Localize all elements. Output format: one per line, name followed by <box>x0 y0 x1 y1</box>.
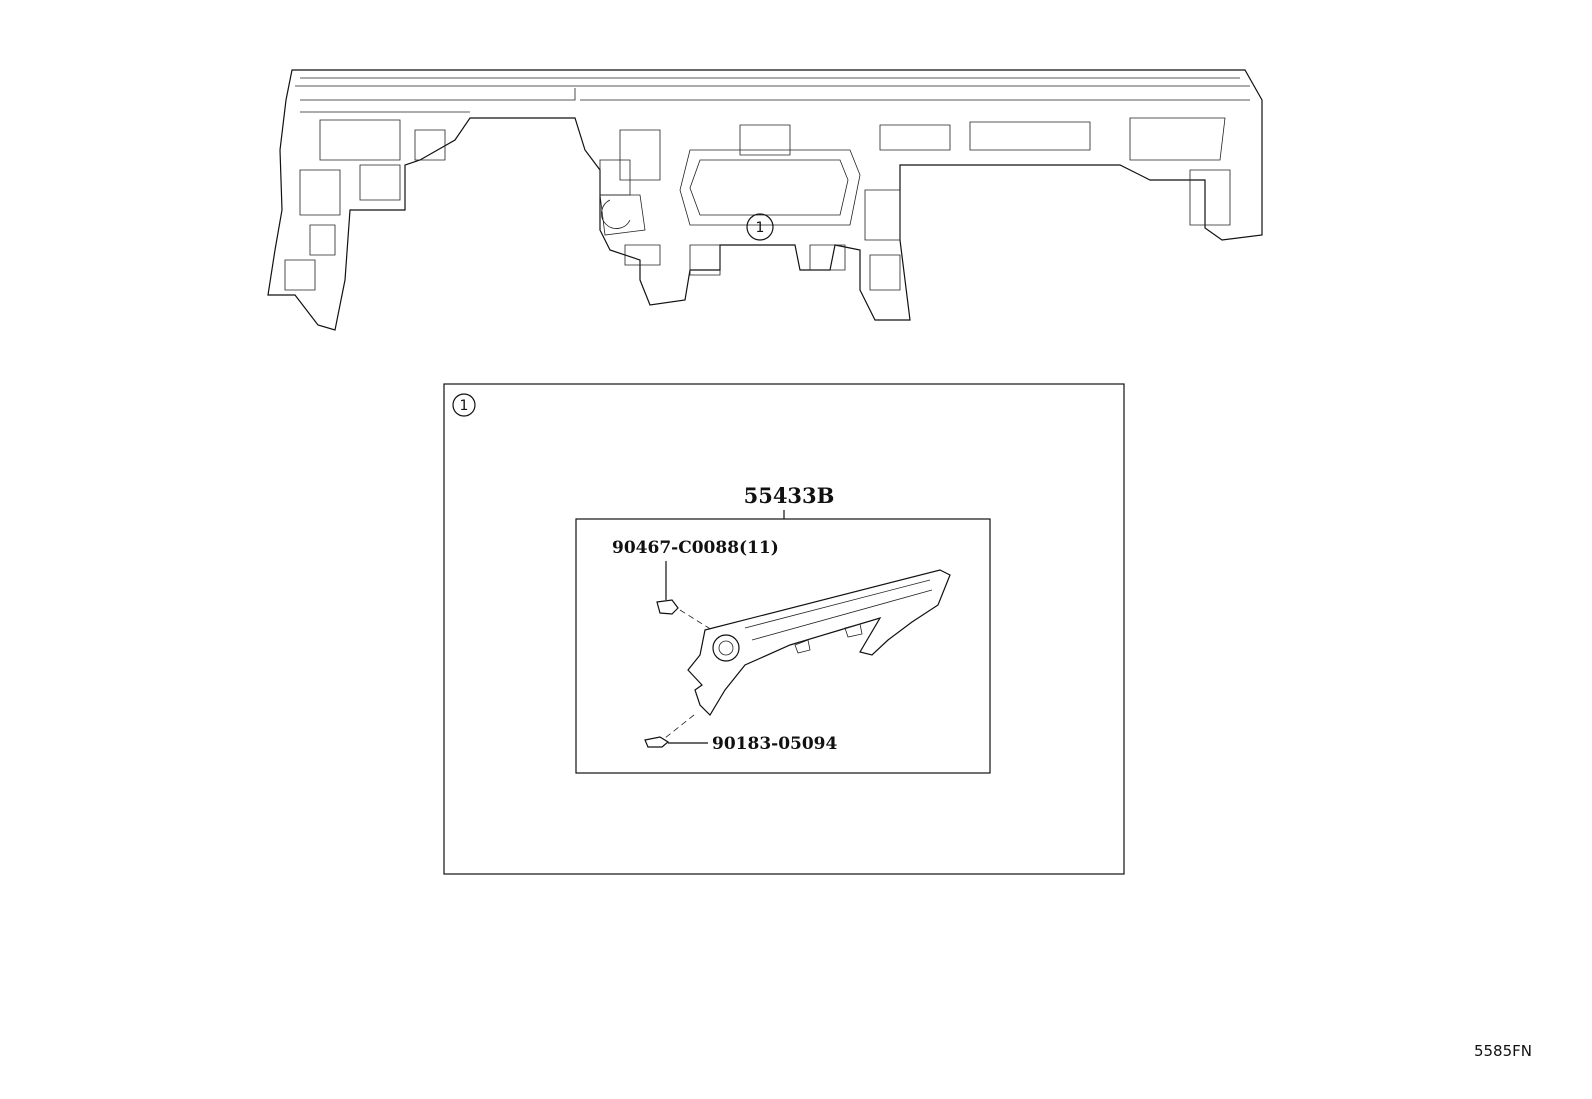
knee-panel-illustration <box>687 569 951 716</box>
illustration-code: 5585FN <box>1474 1042 1532 1060</box>
clip-part-number: 90467-C0088(11) <box>612 538 779 558</box>
reference-marker-circle <box>746 213 774 241</box>
retainer-part-number: 90183-05094 <box>712 734 838 754</box>
dashboard-reinforcement-illustration: 1 <box>267 69 1263 331</box>
detail-marker-circle <box>452 393 476 417</box>
reference-marker: 1 <box>756 220 765 236</box>
retainer-part: 90183-05094 <box>644 714 838 754</box>
assembly-callout: 55433B <box>575 483 991 774</box>
detail-marker: 1 <box>460 398 469 414</box>
assembly-frame <box>575 518 991 774</box>
assembly-part-number: 55433B <box>744 483 835 508</box>
clip-part: 90467-C0088(11) <box>612 538 779 631</box>
detail-view-frame: 1 <box>443 383 1125 875</box>
